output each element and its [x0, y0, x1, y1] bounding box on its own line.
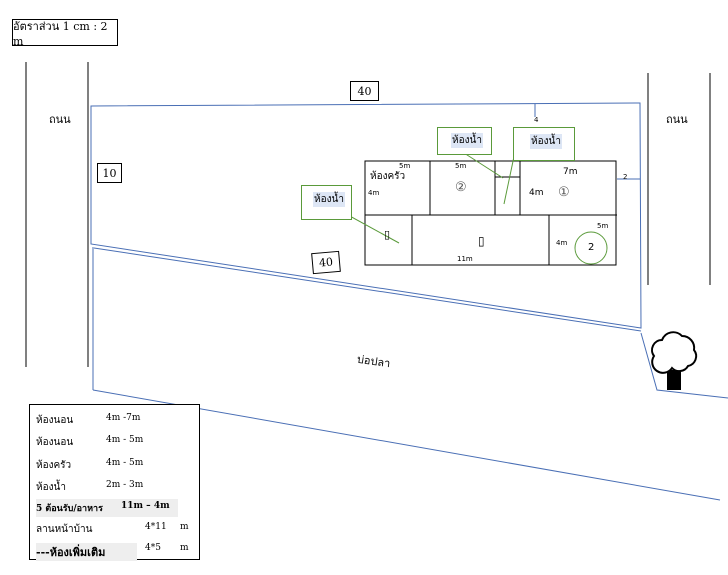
legend-box: ห้องนอน 4m -7m ห้องนอน 4m - 5m ห้องครัว … — [29, 404, 201, 561]
legend-name: 5 ต้อนรับ/อาหาร — [36, 504, 103, 514]
legend-value: 4*11 — [145, 522, 167, 532]
bathroom-callout-2-label: ห้องน้ำ — [451, 133, 483, 148]
kitchen-label: ห้องครัว — [370, 171, 406, 182]
legend-name: ---ห้องเพิ่มเติม — [36, 543, 137, 561]
legend-row: ห้องนอน 4m -7m — [36, 413, 201, 428]
legend-name: ลานหน้าบ้าน — [36, 524, 93, 535]
kitchen-width: 5m — [399, 162, 411, 170]
legend-row: 5 ต้อนรับ/อาหาร 11m – 4m — [36, 499, 178, 517]
bathroom-callout-2: ห้องน้ำ — [437, 127, 492, 155]
tree-icon — [651, 331, 698, 390]
legend-name: ห้องนอน — [36, 437, 74, 448]
bath-leader-2 — [463, 152, 504, 179]
bedroom2-width: 5m — [455, 162, 467, 170]
pond-right-edge — [640, 332, 728, 399]
legend-row: ห้องครัว 4m - 5m — [36, 458, 201, 473]
legend-row: ---ห้องเพิ่มเติม 4*5 m — [36, 543, 201, 561]
lot-width-bottom: 40 — [311, 250, 341, 275]
extra-room-width: 5m — [597, 222, 609, 230]
extra-room-circle — [574, 231, 608, 265]
legend-unit: m — [180, 543, 189, 553]
legend-row: ลานหน้าบ้าน 4*11 m — [36, 522, 201, 537]
road-label-right: ถนน — [666, 113, 688, 126]
extra-room-number: 2 — [588, 242, 595, 253]
legend-name: ห้องครัว — [36, 460, 72, 471]
legend-value: 4m - 5m — [106, 435, 144, 445]
kitchen-height: 4m — [368, 189, 380, 197]
bathroom-callout-1-label: ห้องน้ำ — [313, 192, 345, 207]
lot-width-top: 40 — [350, 81, 379, 101]
bedroom1-height: 4m — [529, 188, 544, 198]
road-label-left: ถนน — [49, 113, 71, 126]
bathroom-callout-3: ห้องน้ำ — [513, 127, 575, 161]
legend-unit: m — [180, 522, 189, 532]
bathroom-callout-3-label: ห้องน้ำ — [530, 134, 562, 149]
bathroom-callout-1: ห้องน้ำ — [301, 185, 352, 220]
legend-name: ห้องน้ำ — [36, 482, 66, 493]
lot-depth-left: 10 — [97, 163, 122, 183]
legend-row: ห้องน้ำ 2m - 3m — [36, 480, 201, 495]
legend-value: 4*5 — [145, 543, 161, 553]
legend-row: ห้องนอน 4m - 5m — [36, 435, 201, 450]
living-width: 11m — [457, 255, 473, 263]
lot-boundary — [90, 102, 642, 329]
setback-right-label: 2 — [623, 173, 628, 181]
house-outline — [364, 160, 617, 266]
setback-top-label: 4 — [534, 116, 539, 124]
legend-value: 11m – 4m — [121, 501, 170, 511]
legend-value: 4m - 5m — [106, 458, 144, 468]
extra-room-height: 4m — [556, 239, 568, 247]
lot-bottom-edge-2 — [93, 247, 642, 332]
bedroom1-number: ① — [558, 185, 570, 200]
legend-value: 2m - 3m — [106, 480, 144, 490]
bedroom2-number: ② — [455, 180, 467, 195]
legend-value: 4m -7m — [106, 413, 141, 423]
scale-label: อัตราส่วน 1 cm : 2 m — [12, 19, 118, 48]
small-bath-glyph: ▯ — [384, 228, 391, 241]
bedroom1-width: 7m — [563, 167, 578, 177]
living-glyph: ▯ — [478, 234, 485, 248]
legend-name: ห้องนอน — [36, 415, 74, 426]
